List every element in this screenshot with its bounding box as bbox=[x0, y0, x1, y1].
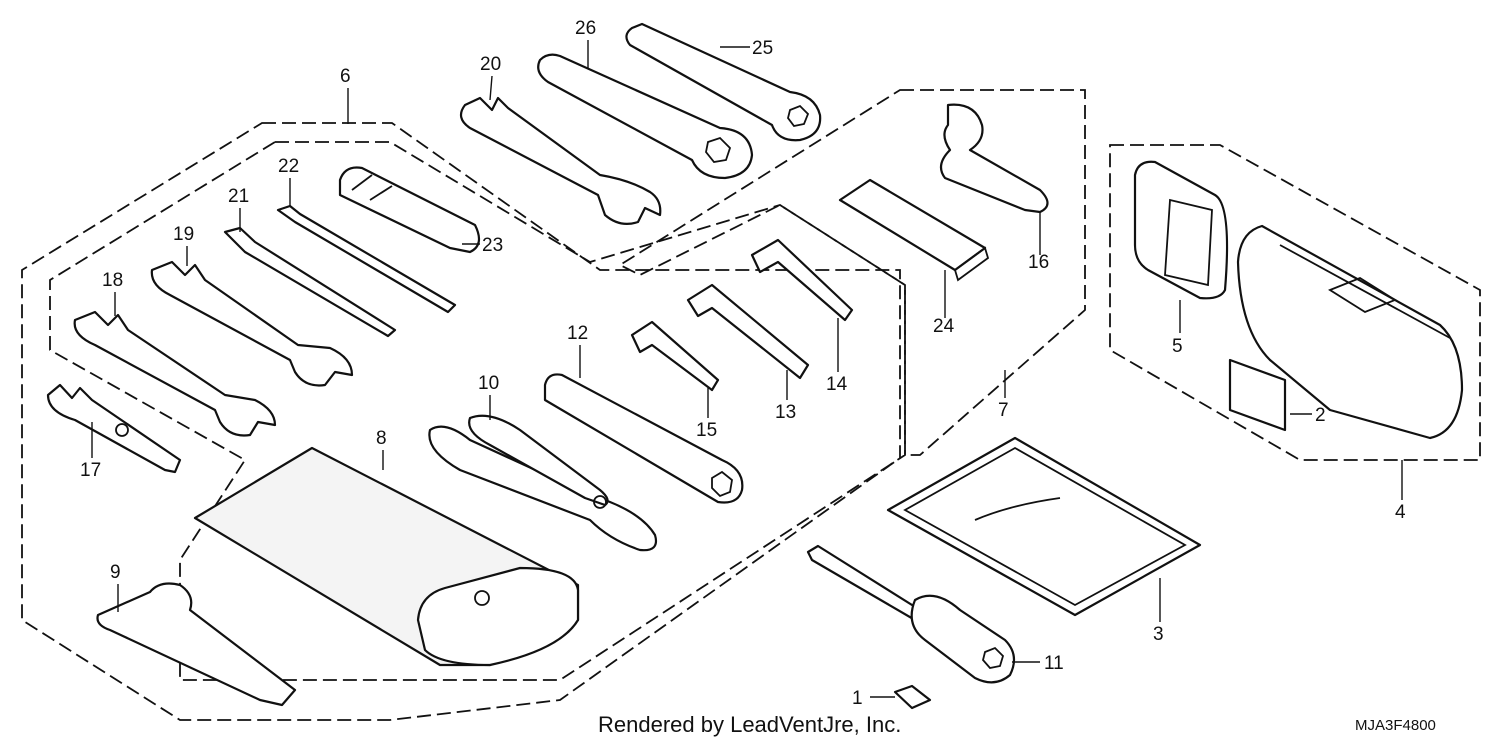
hex-key-15 bbox=[630, 320, 720, 392]
callout-13: 13 bbox=[775, 402, 796, 423]
callout-labels: 6 26 25 20 22 21 19 18 23 16 24 12 10 15… bbox=[80, 18, 1406, 709]
callout-15: 15 bbox=[696, 420, 717, 441]
callout-16: 16 bbox=[1028, 252, 1049, 273]
callout-4: 4 bbox=[1395, 502, 1406, 523]
tool-bag-8 bbox=[193, 446, 580, 667]
callout-20: 20 bbox=[480, 54, 501, 75]
cap-5 bbox=[1133, 160, 1229, 300]
callout-26: 26 bbox=[575, 18, 596, 39]
screwdriver-handle-23 bbox=[338, 166, 481, 254]
label-2 bbox=[1228, 358, 1287, 432]
wrench-20 bbox=[459, 96, 662, 225]
handle-bar-24 bbox=[838, 178, 990, 282]
tool-case-4 bbox=[1236, 224, 1464, 440]
callout-3: 3 bbox=[1153, 624, 1164, 645]
socket-tube-12 bbox=[543, 373, 744, 504]
callout-6: 6 bbox=[340, 66, 351, 87]
callout-14: 14 bbox=[826, 374, 848, 395]
group-outline-4 bbox=[1109, 144, 1481, 461]
callout-5: 5 bbox=[1172, 336, 1183, 357]
credit-text: Rendered by LeadVentJre, Inc. bbox=[598, 712, 901, 737]
clip-1 bbox=[893, 684, 932, 710]
callout-2: 2 bbox=[1315, 405, 1326, 426]
leader-lines bbox=[91, 40, 1403, 698]
callout-17: 17 bbox=[80, 460, 101, 481]
callout-8: 8 bbox=[376, 428, 387, 449]
wrench-26 bbox=[537, 53, 754, 180]
wrench-17 bbox=[46, 383, 182, 474]
callout-18: 18 bbox=[102, 270, 123, 291]
callout-22: 22 bbox=[278, 156, 299, 177]
callout-19: 19 bbox=[173, 224, 194, 245]
callout-10: 10 bbox=[478, 373, 499, 394]
group-outline-6 bbox=[21, 122, 901, 721]
manual-3 bbox=[886, 436, 1202, 617]
spanner-9 bbox=[96, 582, 297, 707]
callout-21: 21 bbox=[228, 186, 249, 207]
plug-wrench-11 bbox=[806, 544, 1016, 684]
diagram-code: MJA3F4800 bbox=[1355, 717, 1436, 734]
group-outline-7 bbox=[618, 89, 1086, 456]
wrench-19 bbox=[150, 260, 354, 387]
callout-9: 9 bbox=[110, 562, 121, 583]
pliers-10 bbox=[428, 414, 658, 552]
callout-23: 23 bbox=[482, 235, 503, 256]
callout-25: 25 bbox=[752, 38, 773, 59]
callout-24: 24 bbox=[933, 316, 955, 337]
wrench-18 bbox=[73, 310, 277, 437]
hex-key-13 bbox=[686, 283, 810, 380]
callout-11: 11 bbox=[1044, 653, 1064, 674]
hex-key-14 bbox=[750, 238, 854, 322]
spanner-16 bbox=[939, 103, 1049, 214]
wrench-25 bbox=[625, 22, 822, 142]
callout-1: 1 bbox=[852, 688, 863, 709]
callout-12: 12 bbox=[567, 323, 588, 344]
callout-7: 7 bbox=[998, 400, 1009, 421]
group-outline-inner-6 bbox=[49, 141, 906, 681]
